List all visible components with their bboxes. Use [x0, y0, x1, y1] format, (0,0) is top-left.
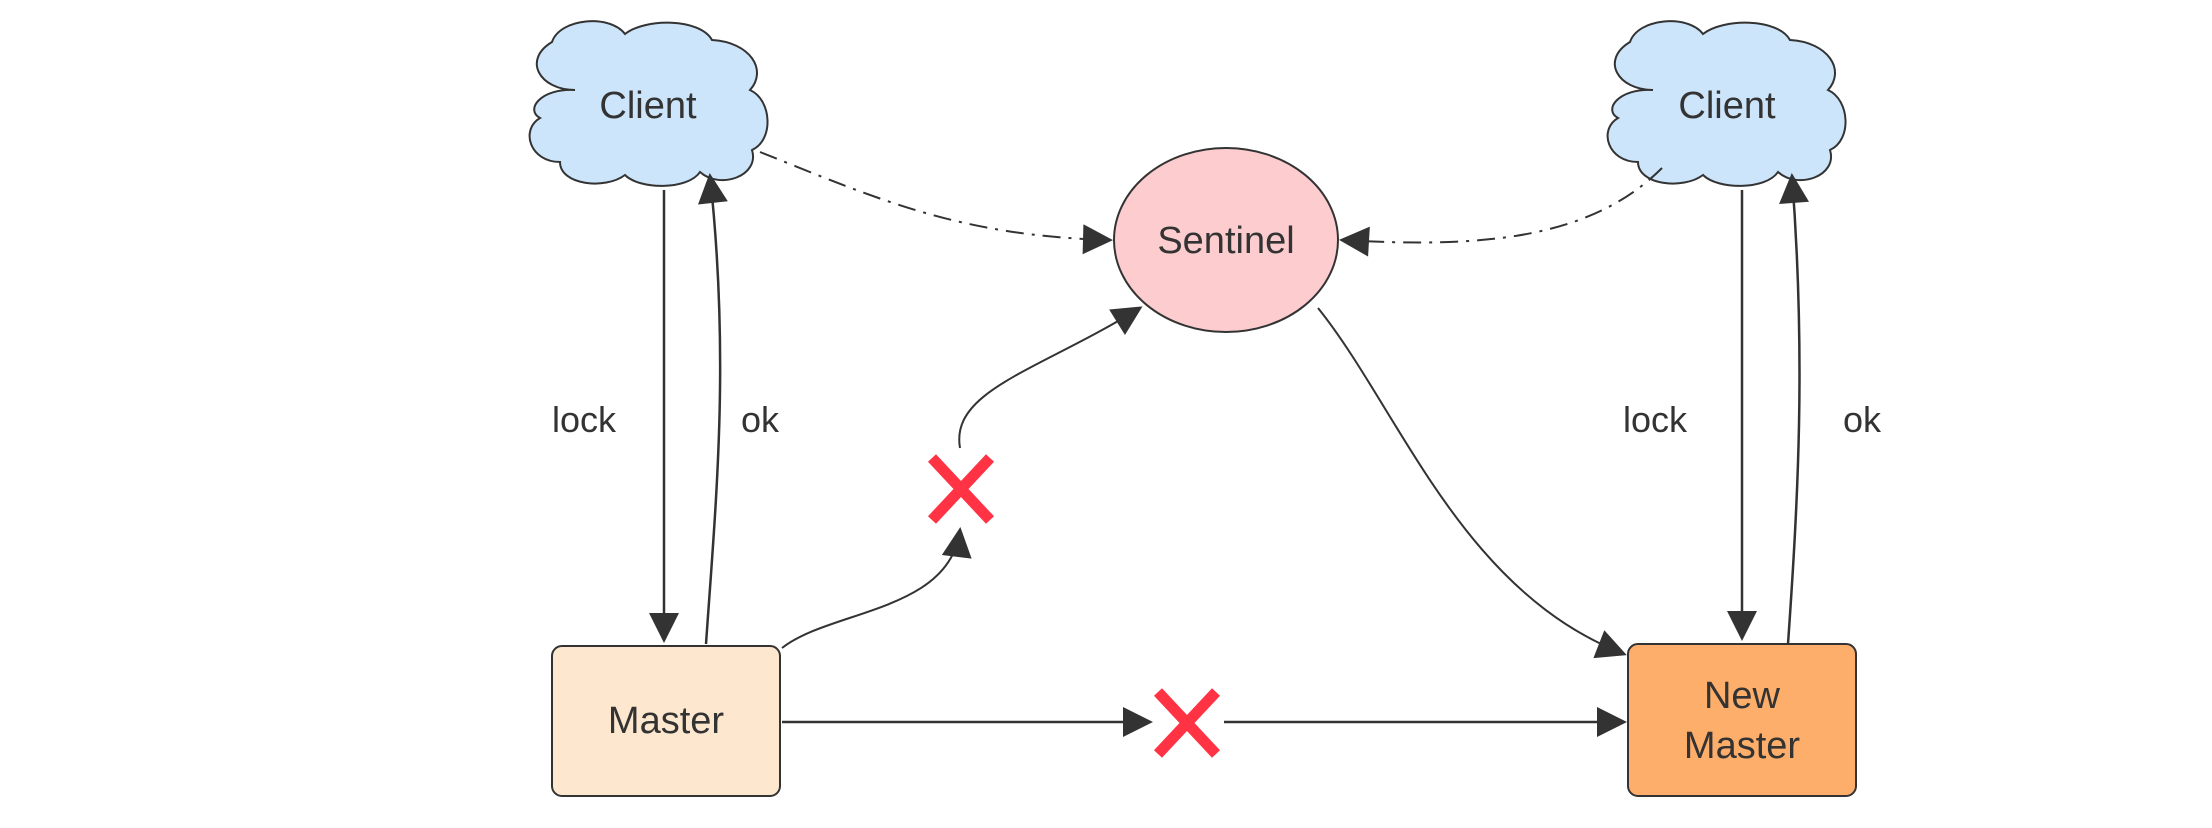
- sentinel-node: Sentinel: [1113, 147, 1339, 333]
- master-node: Master: [551, 645, 781, 797]
- sentinel-shape: [1113, 147, 1339, 333]
- right-client-to-sentinel-link: [1339, 167, 1663, 257]
- master-to-sentinel-link-lower: [781, 527, 972, 649]
- cloud-shape: [528, 20, 769, 187]
- left-client-to-sentinel-link: [759, 151, 1113, 255]
- failed-link-x-icon: [927, 454, 995, 524]
- client-left-label: Client: [599, 85, 697, 127]
- client-right-label: Client: [1678, 85, 1776, 127]
- new-master-label-line1: New: [1704, 675, 1781, 717]
- left-lock-label: lock: [552, 399, 617, 440]
- sentinel-label: Sentinel: [1157, 220, 1294, 262]
- new-master-shape: [1627, 643, 1857, 797]
- master-label: Master: [608, 700, 724, 742]
- master-to-sentinel-link-upper: [958, 306, 1143, 449]
- failed-replication-x-icon: [1153, 688, 1221, 758]
- right-lock-label: lock: [1623, 399, 1688, 440]
- new-master-label-line2: Master: [1684, 725, 1800, 767]
- right-ok-arrow: [1779, 173, 1810, 645]
- master-shape: [551, 645, 781, 797]
- cloud-shape: [1606, 20, 1847, 187]
- new-master-node: New Master: [1627, 643, 1857, 797]
- right-ok-label: ok: [1843, 399, 1882, 440]
- left-ok-arrow: [698, 173, 728, 645]
- sentinel-to-new-master-arrow: [1317, 307, 1627, 659]
- client-right-node: Client: [1606, 20, 1847, 187]
- left-ok-label: ok: [741, 399, 780, 440]
- client-left-node: Client: [528, 20, 769, 187]
